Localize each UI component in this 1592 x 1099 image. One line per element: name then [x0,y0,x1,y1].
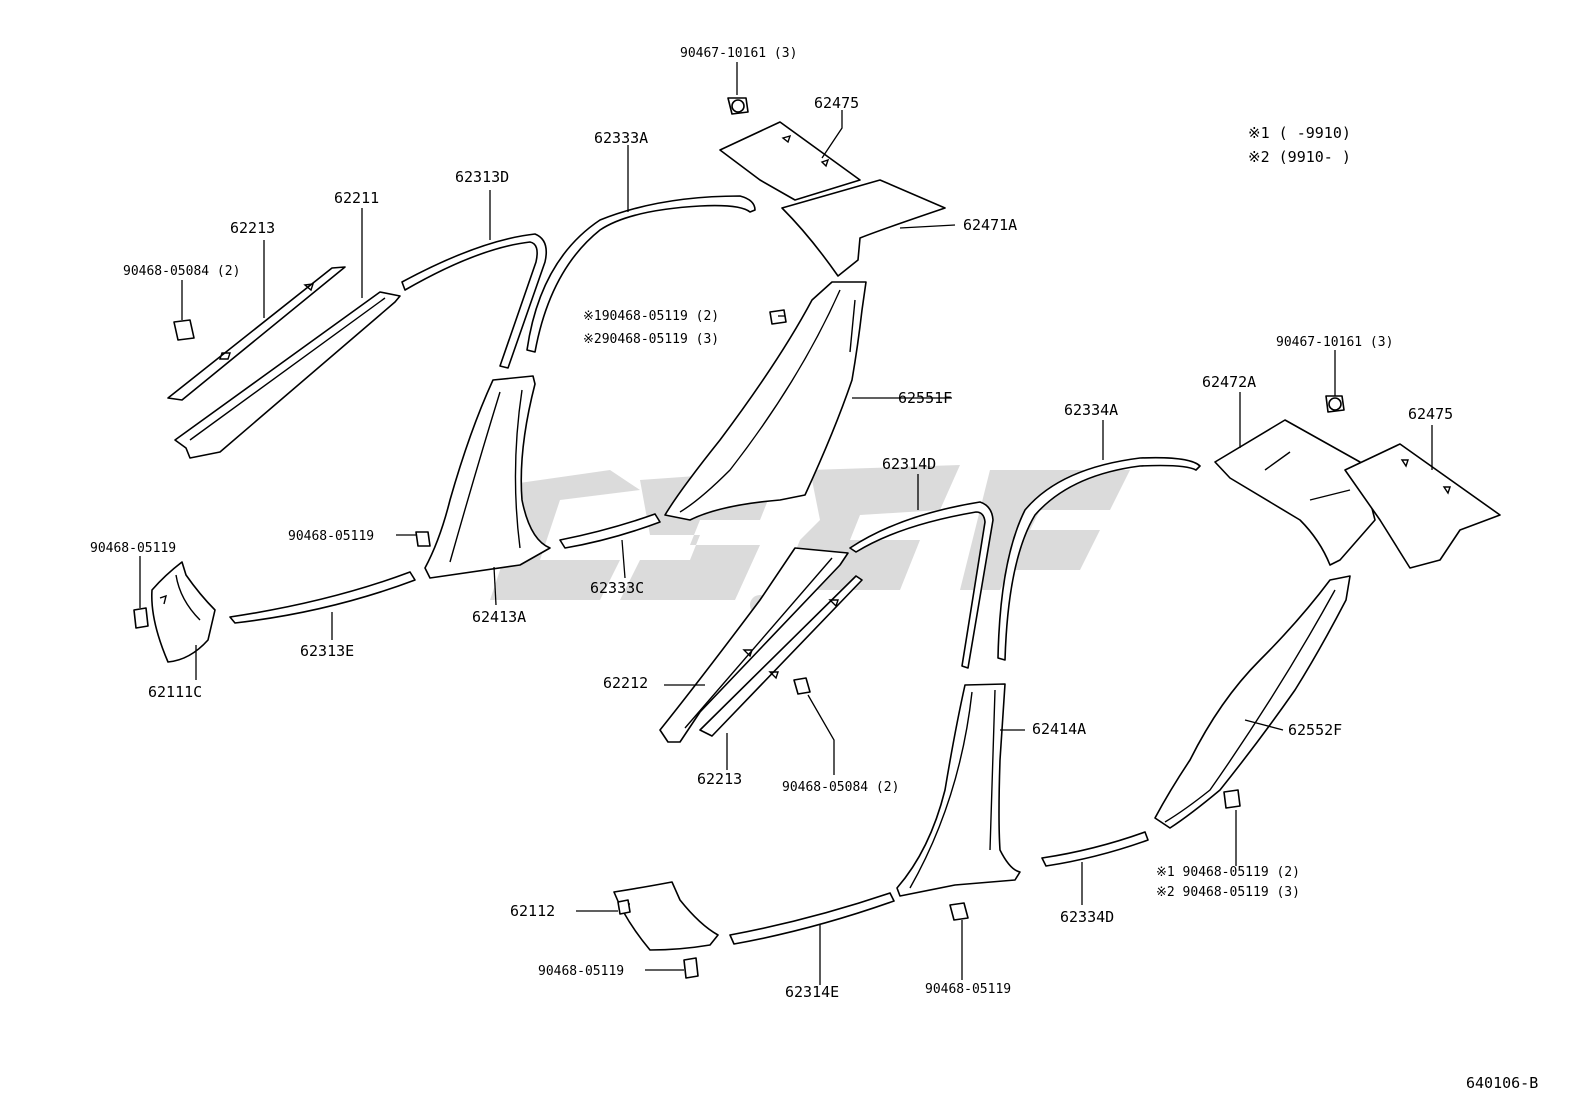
label-62552F: 62552F [1288,721,1342,739]
label-62472A: 62472A [1202,373,1256,391]
part-62333C-strip [559,513,661,549]
label-62475-right: 62475 [1408,405,1453,423]
label-90467-10161-top: 90467-10161 (3) [680,46,797,61]
label-note1-right: ※1 90468-05119 (2) [1156,865,1300,880]
part-62213-right-strip [699,575,863,737]
part-62414A-b-pillar-right [896,683,1021,897]
clip-90468-05119-bottom-left [683,957,699,979]
label-90468-05119-mid: 90468-05119 [288,529,374,544]
part-62333A-weatherstrip [526,195,756,353]
label-62314D: 62314D [882,455,936,473]
label-62471A: 62471A [963,216,1017,234]
label-62333C: 62333C [590,579,644,597]
label-62112: 62112 [510,902,555,920]
label-90468-05084-right: 90468-05084 (2) [782,780,899,795]
label-90467-10161-right: 90467-10161 (3) [1276,335,1393,350]
clip-62112-bolt [617,899,631,915]
clip-90468-05119-mid-upper [769,309,787,325]
part-62334A-weatherstrip [997,456,1201,661]
part-62475-right-panel [1344,443,1501,569]
label-90468-05119-bottom-left: 90468-05119 [538,964,624,979]
part-62212-a-pillar-right [659,547,849,743]
label-90468-05084-left: 90468-05084 (2) [123,264,240,279]
part-62475-top-panel [719,121,861,201]
part-62314D-weatherstrip [849,501,994,669]
part-62472A-package-tray-side-right [1214,419,1376,566]
part-62111C-kick-panel [151,561,216,663]
part-62334D-strip [1041,831,1149,867]
part-62552F-quarter-trim-right [1154,575,1351,829]
label-62213-left: 62213 [230,219,275,237]
label-62211: 62211 [334,189,379,207]
clip-90468-05084-right [793,677,811,695]
part-62213-left-strip [167,266,346,401]
part-62314E-sill-right [729,892,895,945]
clip-90467-top [727,97,749,115]
part-62313E-sill [229,571,416,624]
leader-lines [139,62,1433,985]
label-62313D: 62313D [455,168,509,186]
label-62475-top: 62475 [814,94,859,112]
legend-line-1: ※1 ( -9910) [1248,124,1351,142]
clip-90468-05119-mid [415,531,431,547]
label-62313E: 62313E [300,642,354,660]
label-62213-right: 62213 [697,770,742,788]
clip-90468-05084-left [173,319,195,341]
label-62414A: 62414A [1032,720,1086,738]
part-62112-kick-panel-right [613,881,719,951]
part-62211-a-pillar [174,291,401,459]
legend-line-2: ※2 (9910- ) [1248,148,1351,166]
part-62313D-weatherstrip [401,233,548,369]
label-62314E: 62314E [785,983,839,1001]
clip-90467-right [1325,395,1345,413]
clip-90468-05119-bottom-center [949,902,969,921]
label-90468-05119-bottom-center: 90468-05119 [925,982,1011,997]
label-62333A: 62333A [594,129,648,147]
clip-90468-05119-left [133,607,149,629]
part-62551F-quarter-trim [664,281,867,521]
label-62551F: 62551F [898,389,952,407]
label-62334D: 62334D [1060,908,1114,926]
label-note1-mid: ※190468-05119 (2) [583,309,719,324]
label-note2-right: ※2 90468-05119 (3) [1156,885,1300,900]
label-62413A: 62413A [472,608,526,626]
clip-90468-05119-right [1223,789,1241,809]
label-62111C: 62111C [148,683,202,701]
label-note2-mid: ※290468-05119 (3) [583,332,719,347]
label-90468-05119-left: 90468-05119 [90,541,176,556]
label-62212: 62212 [603,674,648,692]
label-62334A: 62334A [1064,401,1118,419]
part-62471A-package-tray-side [781,179,946,277]
diagram-code: 640106-B [1466,1074,1538,1092]
part-62413A-b-pillar [424,375,551,579]
